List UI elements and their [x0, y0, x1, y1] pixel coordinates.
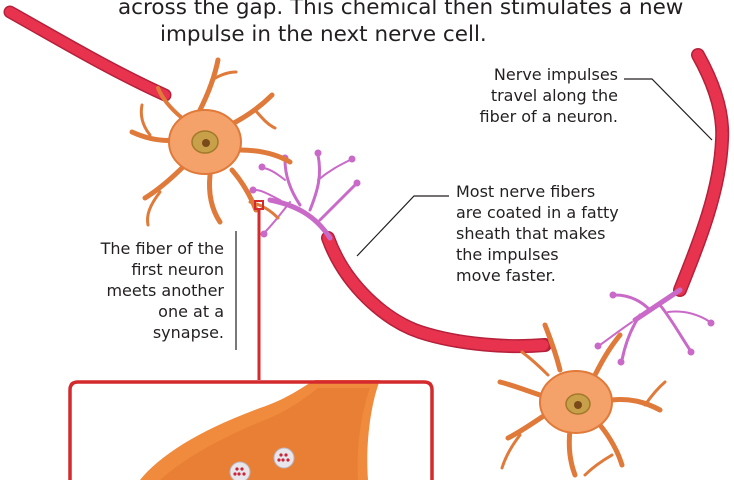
label-line: sheath that makes	[456, 223, 656, 244]
label-line: travel along the	[448, 85, 618, 106]
label-line: first neuron	[60, 259, 224, 280]
synapse-inset	[68, 380, 434, 480]
dendrite-tree-right	[595, 290, 714, 365]
fiber-right	[680, 55, 722, 290]
leader-line-fibers	[357, 196, 449, 256]
label-synapse: The fiber of the first neuron meets anot…	[60, 238, 224, 343]
fiber-top-left	[10, 12, 165, 95]
label-line: Nerve impulses	[448, 64, 618, 85]
label-line: meets another	[60, 280, 224, 301]
label-line: the impulses	[456, 244, 656, 265]
vesicle-1	[274, 448, 294, 468]
label-fatty-sheath: Most nerve fibers are coated in a fatty …	[456, 181, 656, 286]
label-line: Most nerve fibers	[456, 181, 656, 202]
intro-line-2: impulse in the next nerve cell.	[160, 21, 487, 48]
label-nerve-impulses: Nerve impulses travel along the fiber of…	[448, 64, 618, 127]
label-line: are coated in a fatty	[456, 202, 656, 223]
label-line: fiber of a neuron.	[448, 106, 618, 127]
vesicle-2	[230, 462, 250, 480]
label-line: The fiber of the	[60, 238, 224, 259]
dendrite-tree-middle	[250, 150, 360, 238]
leader-line-impulses	[624, 79, 712, 140]
label-line: one at a	[60, 301, 224, 322]
label-line: synapse.	[60, 322, 224, 343]
intro-line-1: across the gap. This chemical then stimu…	[118, 0, 683, 21]
synapse-callout	[255, 201, 263, 381]
label-line: move faster.	[456, 265, 656, 286]
